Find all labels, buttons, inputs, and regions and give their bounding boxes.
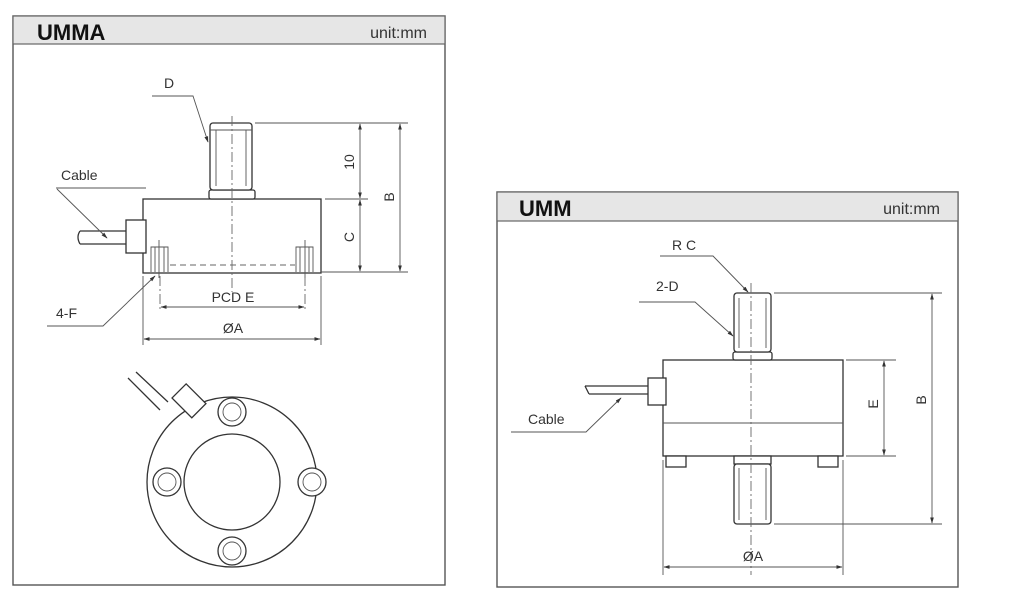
umm-label-dia-a: ØA [743,548,764,564]
umma-inner-bore [183,433,281,531]
umma-connector-top [171,382,207,419]
umma-header [12,15,446,45]
umma-label-dia-a: ØA [223,320,244,336]
umm-label-b: B [913,395,929,404]
umma-panel: UMMA unit:mm D Cable 4-F [12,15,446,586]
umma-title: UMMA [37,20,106,45]
umm-top-collar [732,351,773,361]
umma-cable-top [127,371,169,411]
umma-bolt [209,122,253,191]
umma-label-pcd-e: PCD E [212,289,255,305]
umm-foot-left [665,455,687,468]
umma-unit: unit:mm [370,25,427,42]
umm-label-rc: R C [672,237,696,253]
umma-label-d: D [164,75,174,91]
umm-header [496,191,959,222]
umma-cable [77,230,126,245]
umma-label-b: B [381,192,397,201]
umm-body [662,359,844,457]
umma-bottom-view [127,371,327,568]
umma-hole-left [150,240,169,278]
umm-label-e: E [865,399,881,408]
umma-label-c: C [341,232,357,242]
umm-top-bolt [733,292,772,353]
umm-panel: UMM unit:mm R C 2-D Cable [496,191,959,588]
umm-cable [584,385,648,395]
umm-bottom-collar [733,455,772,465]
umm-side-view: R C 2-D Cable E B ØA [511,237,942,575]
umm-cable-connector [647,377,667,406]
umma-cable-connector [125,219,147,254]
umma-label-4f: 4-F [56,305,77,321]
umma-label-cable: Cable [61,167,98,183]
umm-title: UMM [519,196,572,221]
umma-hole-right [295,240,314,278]
umma-label-10: 10 [341,154,357,170]
umma-bolt-holes [152,397,327,566]
umm-unit: unit:mm [883,201,940,218]
umm-label-cable: Cable [528,411,565,427]
umm-bottom-bolt [733,463,772,525]
umm-label-2d: 2-D [656,278,679,294]
umm-foot-right [817,455,839,468]
umma-side-view: D Cable 4-F 10 C B PCD E [47,75,408,345]
